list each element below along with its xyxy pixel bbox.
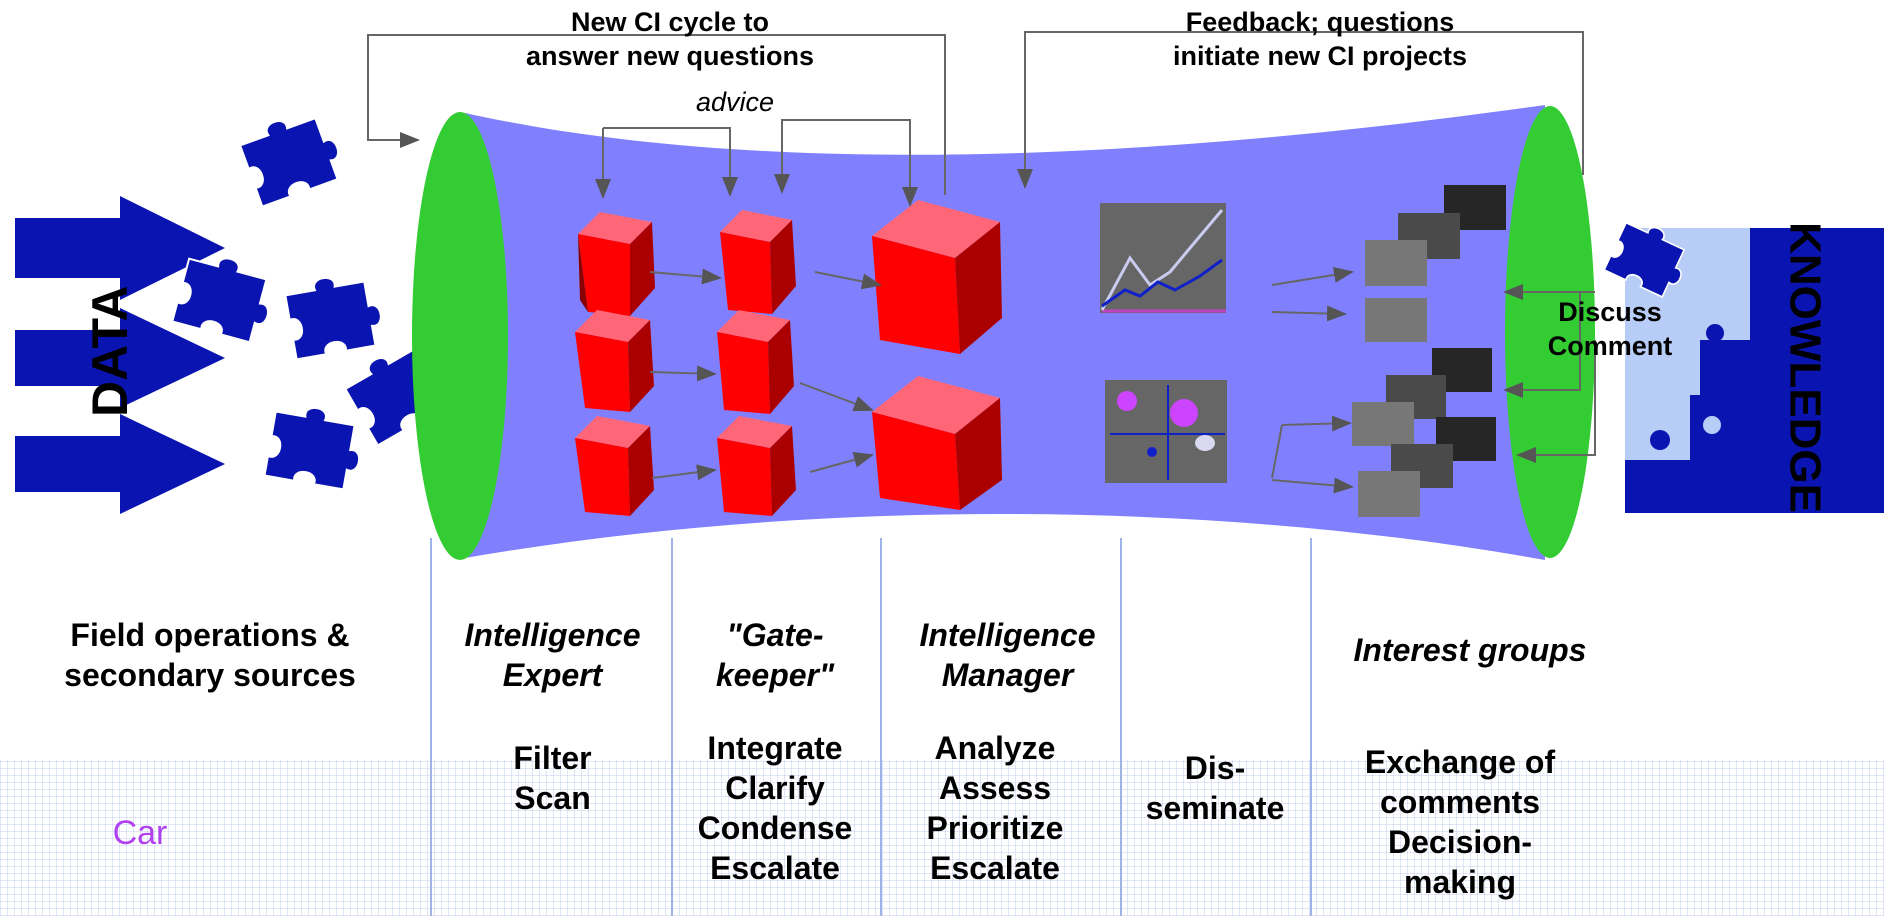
puzzle-piece-icon	[235, 103, 349, 208]
column-divider	[1310, 538, 1312, 916]
column-divider	[671, 538, 673, 916]
puzzle-piece-icon	[171, 247, 281, 346]
tasks-manager: Analyze Assess Prioritize Escalate	[926, 730, 1064, 886]
role-intelligence-manager: Intelligence Manager	[919, 617, 1096, 693]
data-arrow-2	[15, 308, 225, 408]
advice-label: advice	[695, 87, 775, 117]
cube-icon	[717, 310, 794, 414]
line-chart-icon	[1100, 203, 1226, 313]
role-field-operations: Field operations & secondary sources	[64, 617, 356, 693]
process-arrows	[649, 266, 1354, 494]
discuss-comment-label: Discuss Comment	[1547, 297, 1673, 361]
cube-icon	[578, 212, 655, 316]
car-text: Car	[112, 814, 168, 852]
scatter-chart-icon	[1105, 380, 1227, 483]
role-gatekeeper: "Gate- keeper"	[715, 617, 835, 693]
role-intelligence-expert: Intelligence Expert	[464, 617, 641, 693]
large-cubes	[872, 200, 1002, 510]
cube-icon	[720, 210, 796, 314]
cube-icon	[575, 416, 654, 516]
discuss-arrows	[1503, 284, 1596, 463]
knowledge-block	[1603, 214, 1884, 513]
feedback-label: Feedback; questions initiate new CI proj…	[1172, 7, 1468, 71]
puzzle-piece-icon	[282, 268, 387, 361]
cube-icon	[872, 376, 1002, 510]
tasks-disseminate: Dis- seminate	[1145, 750, 1285, 826]
comment-squares	[1352, 185, 1506, 517]
column-divider	[1120, 538, 1122, 916]
column-divider	[430, 538, 432, 916]
puzzle-piece-icon	[263, 400, 368, 493]
column-divider	[880, 538, 882, 916]
tasks-interest-groups: Exchange of comments Decision- making	[1364, 744, 1556, 900]
cube-icon	[872, 200, 1002, 354]
right-ring	[1505, 106, 1595, 558]
new-cycle-label: New CI cycle to answer new questions	[525, 7, 815, 71]
grid-background	[0, 760, 1884, 916]
role-interest-groups: Interest groups	[1353, 632, 1587, 668]
data-arrows	[15, 196, 225, 514]
knowledge-label: KNOWLEDGE	[1780, 222, 1830, 513]
cube-icon	[717, 416, 796, 516]
tasks-gatekeeper: Integrate Clarify Condense Escalate	[697, 730, 853, 886]
data-arrow-3	[15, 414, 225, 514]
left-ring	[412, 112, 508, 560]
data-label: DATA	[81, 285, 138, 417]
small-cubes	[575, 210, 796, 516]
top-loops	[367, 31, 1584, 207]
tasks-expert: Filter Scan	[513, 740, 592, 816]
cube-icon	[575, 310, 654, 412]
data-arrow-1	[15, 196, 225, 300]
